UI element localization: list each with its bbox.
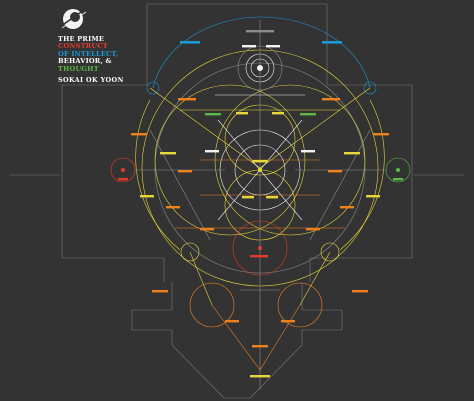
node [180,41,200,44]
node [166,206,180,209]
node [344,152,360,155]
node [366,195,380,198]
node [242,45,256,48]
node [301,150,315,153]
node [322,98,340,101]
node [205,113,221,116]
node [352,290,368,293]
title-line-1: THE PRIME [58,35,105,43]
node [242,196,254,199]
node [200,228,214,231]
node [205,150,219,153]
node [152,290,168,293]
node [225,320,239,323]
node [178,98,196,101]
node [272,112,284,115]
node [306,228,320,231]
node [322,41,342,44]
node [246,30,274,33]
node [140,195,154,198]
node [340,206,354,209]
node [393,178,403,181]
node [328,170,342,173]
node [160,152,176,155]
node [131,133,147,136]
author-name: SOKAI OK YOON [58,76,124,85]
node [250,255,268,258]
node [266,196,278,199]
outer-frame [10,3,464,399]
top-blue-arc [146,16,377,95]
main-circles [110,45,411,328]
focus-points [121,65,400,250]
node [373,133,389,136]
title-block: THE PRIME CONSTRUCT OF INTELLECT, BEHAVI… [58,35,168,85]
node [250,375,270,378]
title-line-3: OF INTELLECT, [58,49,119,58]
connector-lines [135,20,386,390]
title-line-2: CONSTRUCT [58,42,108,51]
node [300,113,316,116]
title-line-4: BEHAVIOR, & [58,57,112,66]
node [266,45,280,48]
node [118,178,128,181]
node [252,160,268,163]
sphere-with-moon-crescent-icon [61,9,87,29]
title-line-5: THOUGHT [58,64,99,73]
node [178,170,192,173]
node [281,320,295,323]
node [252,345,268,348]
node [236,112,248,115]
node-markers [118,30,403,378]
